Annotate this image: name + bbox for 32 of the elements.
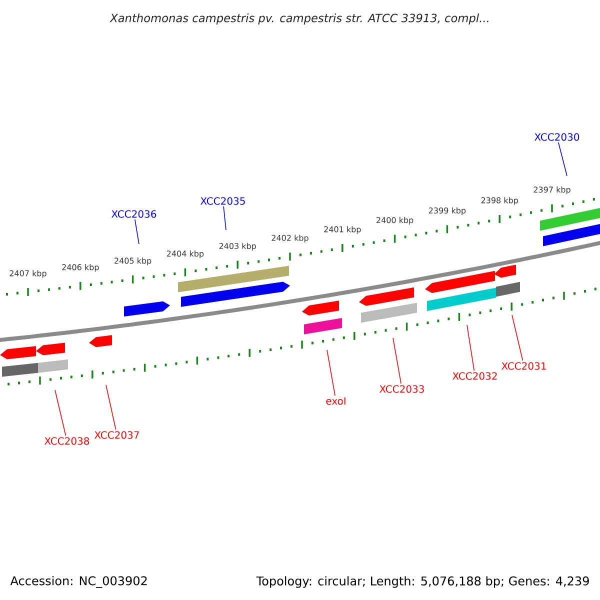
leader-line — [512, 314, 524, 362]
scale-label: 2404 kbp — [166, 250, 204, 258]
scale-label: 2399 kbp — [428, 207, 466, 216]
gene-label: XCC2035 — [200, 197, 245, 205]
scale-label: 2400 kbp — [376, 216, 414, 225]
scale-label: 2407 kbp — [10, 270, 46, 278]
gene-label: XCC2033 — [380, 385, 424, 393]
scale-label: 2397 kbp — [534, 186, 570, 194]
summary-text: Topology: circular; Length: 5,076,188 bp; Genes: 4,239 — [256, 576, 589, 588]
leader-line — [466, 324, 475, 372]
gene-label: XCC2036 — [112, 210, 156, 218]
gene-label: exoI — [326, 397, 346, 405]
gene-label: XCC2030 — [534, 133, 580, 141]
leader-line — [326, 350, 336, 396]
leader-line — [106, 384, 116, 430]
scale-label: 2406 kbp — [62, 264, 99, 272]
accession-text: Accession: NC_003902 — [10, 576, 147, 588]
leader-line — [223, 206, 226, 230]
gene-label: XCC2031 — [502, 362, 546, 370]
scale-label: 2405 kbp — [114, 258, 152, 266]
scale-label: 2402 kbp — [272, 234, 308, 242]
title: Xanthomonas campestris pv. campestris str. ATCC 33913, compl... — [110, 14, 488, 24]
leader-line — [558, 142, 568, 176]
leader-line — [134, 218, 140, 244]
scale-label: 2401 kbp — [324, 226, 361, 234]
scale-label: 2403 kbp — [219, 242, 256, 251]
gene-label: XCC2037 — [94, 431, 139, 439]
leader-line — [54, 390, 66, 436]
gene-label: XCC2032 — [452, 372, 497, 380]
gene-label: XCC2038 — [44, 437, 90, 445]
leader-line — [392, 338, 402, 384]
scale-label: 2398 kbp — [481, 197, 518, 205]
